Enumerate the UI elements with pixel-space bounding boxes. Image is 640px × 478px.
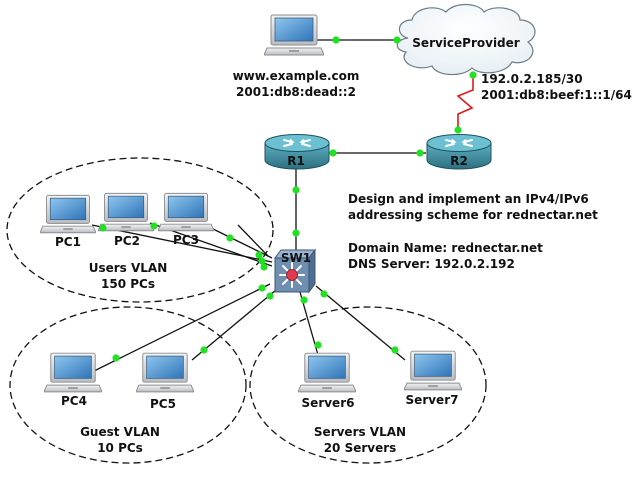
port-led	[112, 354, 120, 362]
port-led	[416, 149, 424, 157]
host-pc2-label: PC2	[114, 234, 140, 248]
router-r2-label: R2	[450, 154, 468, 168]
web-server-address: 2001:db8:dead::2	[236, 85, 356, 99]
host-pc4-label: PC4	[61, 394, 87, 408]
port-led	[469, 71, 477, 79]
dns-server-text: DNS Server: 192.0.2.192	[348, 257, 515, 271]
port-led	[391, 346, 399, 354]
port-led	[266, 292, 274, 300]
laptop-computer-icon	[158, 192, 214, 232]
port-led	[300, 296, 308, 304]
host-server6[interactable]: Server6	[298, 352, 356, 410]
guest-vlan-name: Guest VLAN	[80, 425, 160, 439]
host-server6-label: Server6	[302, 396, 355, 410]
laptop-computer-icon	[40, 194, 96, 234]
port-led	[320, 290, 328, 298]
laptop-computer-icon	[264, 14, 324, 56]
host-pc5-label: PC5	[150, 397, 176, 411]
guest-vlan-count: 10 PCs	[97, 441, 143, 455]
port-led	[255, 251, 263, 259]
users-vlan-boundary	[6, 157, 274, 303]
design-brief-line1: Design and implement an IPv4/IPv6	[348, 192, 589, 206]
port-led	[332, 36, 340, 44]
servers-vlan-count: 20 Servers	[324, 441, 397, 455]
port-led	[314, 341, 322, 349]
port-led	[200, 346, 208, 354]
servers-vlan-name: Servers VLAN	[314, 425, 406, 439]
host-pc1[interactable]: PC1	[40, 194, 96, 249]
users-vlan-count: 150 PCs	[101, 277, 155, 291]
host-pc5[interactable]: PC5	[136, 352, 194, 411]
host-pc1-label: PC1	[55, 235, 81, 249]
host-pc2[interactable]: PC2	[98, 192, 154, 248]
router-r1[interactable]: R1	[264, 134, 330, 170]
port-led	[454, 126, 462, 134]
service-provider-cloud[interactable]: ServiceProvider	[396, 3, 536, 76]
laptop-computer-icon	[98, 192, 154, 232]
switch-sw1[interactable]: SW1	[273, 248, 317, 294]
servers-vlan-boundary	[249, 306, 487, 464]
link-pc3-sw1-b	[237, 224, 269, 257]
router-r2[interactable]: R2	[426, 134, 492, 170]
laptop-computer-icon	[136, 352, 194, 393]
link-server7-sw1	[315, 285, 406, 361]
port-led	[150, 222, 158, 230]
users-vlan-name: Users VLAN	[89, 261, 168, 275]
laptop-computer-icon	[404, 350, 462, 391]
port-led	[99, 224, 107, 232]
port-led	[226, 234, 234, 242]
domain-name-text: Domain Name: rednectar.net	[348, 241, 543, 255]
port-led	[292, 229, 300, 237]
port-led	[258, 257, 266, 265]
host-pc3[interactable]: PC3	[158, 192, 214, 247]
port-led	[258, 284, 266, 292]
wan-ipv4-address: 192.0.2.185/30	[481, 72, 583, 86]
port-status-leds	[99, 36, 477, 362]
host-pc4[interactable]: PC4	[44, 352, 102, 408]
wan-ipv6-address: 2001:db8:beef:1::1/64	[481, 88, 632, 102]
switch-sw1-label: SW1	[281, 251, 311, 265]
link-pc4-sw1	[91, 283, 271, 373]
host-pc3-label: PC3	[173, 233, 199, 247]
wan-link-r2-service-provider	[456, 78, 474, 128]
host-server7[interactable]: Server7	[404, 350, 462, 407]
web-server-hostname: www.example.com	[233, 69, 360, 83]
port-led	[292, 186, 300, 194]
host-server7-label: Server7	[406, 393, 459, 407]
laptop-computer-icon	[298, 352, 356, 393]
port-led	[329, 149, 337, 157]
port-led	[393, 36, 401, 44]
laptop-computer-icon	[44, 352, 102, 393]
design-brief: Design and implement an IPv4/IPv6 addres…	[348, 192, 598, 271]
cloud-icon	[396, 3, 536, 76]
port-led	[260, 263, 268, 271]
design-brief-line2: addressing scheme for rednectar.net	[348, 208, 598, 222]
router-r1-label: R1	[287, 154, 305, 168]
web-server-node[interactable]: www.example.com 2001:db8:dead::2	[233, 14, 360, 99]
guest-vlan-boundary	[9, 306, 247, 464]
service-provider-label: ServiceProvider	[412, 36, 520, 50]
